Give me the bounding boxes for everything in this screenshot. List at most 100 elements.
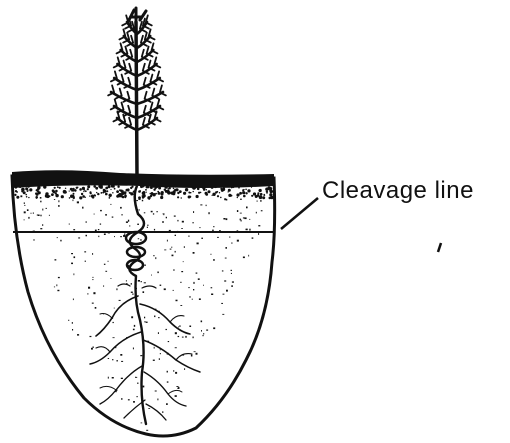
soil-speck	[175, 235, 176, 236]
soil-speck	[131, 283, 132, 285]
soil-speck	[120, 354, 122, 356]
soil-speck	[132, 294, 134, 295]
soil-speck	[144, 321, 145, 322]
soil-speck	[154, 347, 155, 349]
soil-speck	[182, 337, 184, 338]
soil-speck	[192, 222, 193, 223]
soil-speck	[73, 200, 74, 202]
soil-speck	[58, 200, 59, 202]
soil-speck	[37, 215, 39, 216]
soil-speck	[146, 430, 148, 431]
seedling	[108, 8, 166, 176]
soil-speck	[177, 388, 179, 389]
soil-speck	[237, 240, 239, 242]
soil-speck	[82, 207, 83, 209]
soil-speck	[58, 205, 60, 207]
soil-speck	[124, 233, 125, 235]
soil-speck	[121, 361, 123, 362]
topsoil-grit-dot	[55, 190, 58, 193]
soil-speck	[73, 229, 75, 230]
topsoil-grit-dot	[173, 188, 175, 190]
soil-speck	[177, 220, 178, 222]
soil-speck	[240, 213, 242, 214]
soil-speck	[249, 229, 250, 231]
topsoil-grit-dot	[119, 189, 121, 191]
annotation-leader	[281, 198, 318, 229]
soil-speck	[201, 330, 202, 332]
soil-speck	[246, 207, 248, 209]
topsoil-grit-dot	[155, 193, 157, 195]
soil-speck	[112, 192, 113, 194]
soil-speck	[203, 285, 204, 286]
soil-speck	[42, 209, 43, 211]
soil-speck	[200, 204, 202, 205]
soil-speck	[87, 293, 88, 294]
soil-speck	[103, 286, 104, 287]
topsoil-grit-dot	[160, 196, 163, 199]
soil-speck	[54, 287, 55, 288]
soil-speck	[196, 353, 198, 355]
soil-speck	[141, 423, 143, 424]
topsoil-grit-dot	[130, 187, 132, 189]
soil-speck	[244, 217, 246, 219]
soil-speck	[112, 217, 114, 218]
topsoil-grit-dot	[179, 190, 182, 193]
soil-speck	[163, 214, 164, 216]
soil-speck	[180, 305, 182, 306]
topsoil-grit-dot	[220, 197, 222, 199]
soil-speck	[49, 215, 50, 216]
soil-speck	[196, 273, 198, 274]
soil-speck	[144, 317, 145, 319]
soil-speck	[95, 307, 97, 309]
topsoil-grit-dot	[142, 196, 144, 198]
topsoil-grit-dot	[72, 190, 74, 192]
soil-speck	[249, 219, 250, 220]
topsoil-grit-dot	[96, 192, 97, 193]
soil-speck	[240, 199, 242, 200]
stray-mark	[438, 243, 441, 252]
topsoil-grit-dot	[106, 190, 108, 192]
soil-speck	[139, 210, 141, 211]
soil-speck	[198, 278, 200, 280]
topsoil-grit-dot	[74, 189, 77, 192]
topsoil-grit-dot	[212, 193, 215, 196]
soil-speck	[201, 321, 203, 323]
topsoil-grit-dot	[231, 187, 233, 189]
topsoil-grit-dot	[126, 189, 129, 192]
topsoil-grit-dot	[245, 189, 247, 191]
soil-speck	[260, 200, 261, 202]
soil-speck	[231, 270, 232, 271]
soil-speck	[119, 300, 121, 301]
soil-speck	[213, 327, 215, 329]
soil-speck	[159, 358, 160, 360]
topsoil-grit-dot	[89, 195, 90, 196]
topsoil-grit-dot	[205, 189, 207, 191]
soil-speck	[175, 347, 177, 348]
soil-speck	[144, 265, 145, 266]
topsoil-grit-dot	[247, 189, 250, 192]
soil-speck	[146, 322, 148, 323]
topsoil-grit-dot	[25, 187, 28, 190]
topsoil-grit-dot	[145, 192, 146, 193]
soil-speck	[225, 258, 227, 259]
soil-speck	[162, 221, 164, 223]
topsoil-grit-dot	[79, 196, 82, 199]
soil-speck	[40, 228, 42, 229]
soil-speck	[231, 243, 233, 244]
topsoil-grit-dot	[217, 195, 219, 197]
soil-speck	[172, 255, 174, 257]
soil-speck	[166, 329, 167, 330]
soil-speck	[243, 257, 245, 259]
soil-speck	[182, 221, 184, 223]
topsoil-grit-dot	[138, 196, 141, 199]
soil-speck	[180, 282, 181, 283]
topsoil-grit-dot	[270, 191, 272, 193]
topsoil-grit-dot	[29, 188, 32, 191]
soil-speck	[78, 237, 80, 238]
topsoil-grit-dot	[216, 191, 218, 193]
soil-speck	[92, 253, 93, 255]
topsoil-grit-dot	[54, 187, 56, 189]
topsoil-grit-dot	[16, 196, 19, 199]
soil-speck	[100, 224, 101, 225]
topsoil-grit-dot	[243, 195, 246, 198]
